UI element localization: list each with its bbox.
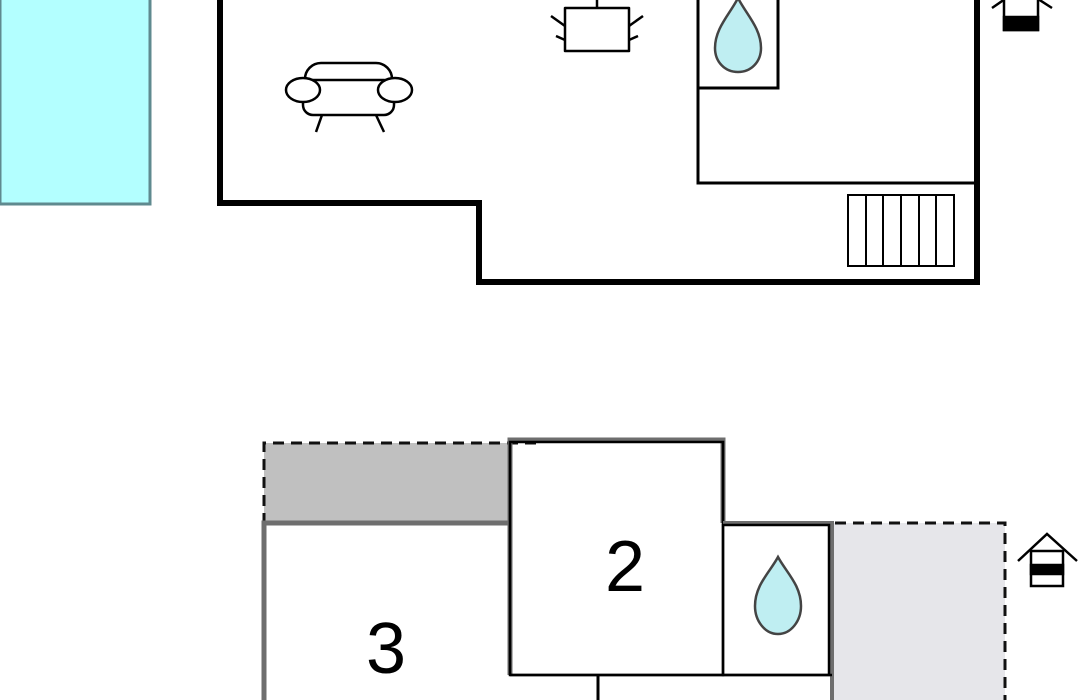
upper-outer-wall [217,0,980,285]
house-floor-lower-icon [1017,532,1078,588]
water-drop-icon [753,554,803,636]
upper-shower-wall [698,0,780,90]
sofa-icon [284,61,414,133]
room-3: 3 [261,520,510,700]
lower-floor: 3 2 [261,437,1078,700]
terrace-dark [264,443,510,523]
room-3-label: 3 [366,609,406,689]
terrace-light [832,523,1005,700]
room-2: 2 [507,437,726,677]
stairs-icon [847,194,955,267]
room-2-label: 2 [605,527,645,607]
pool [0,0,152,206]
dining-table-icon [550,0,644,53]
upper-bathroom-wall [696,0,975,185]
house-floor-upper-icon [991,0,1053,32]
water-drop-icon [713,0,763,74]
lower-bathroom [721,521,834,700]
upper-floor [0,0,1053,285]
